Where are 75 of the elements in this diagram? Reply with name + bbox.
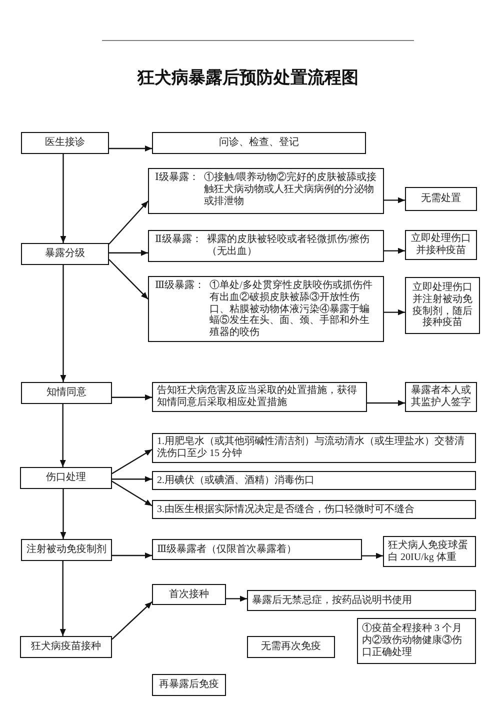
- arrow: [60, 265, 66, 382]
- process-box: [405, 277, 480, 334]
- arrow: [384, 197, 405, 204]
- box-text: 问诊、检查、登记: [219, 137, 299, 149]
- arrow: [384, 309, 405, 316]
- box-text: 再暴露后免疫: [159, 679, 219, 691]
- arrow: [112, 601, 152, 640]
- process-box: [405, 382, 477, 412]
- box-text: 医生接诊: [45, 137, 85, 149]
- title: 狂犬病暴露后预防处置流程图: [138, 67, 358, 89]
- level-description: ①接触/喂养动物②完好的皮肤被舔或接触狂犬病动物或人狂犬病病例的分泌物或排泄物: [204, 172, 378, 208]
- box-text: 注射被动免疫制剂: [26, 544, 106, 556]
- process-box: [247, 590, 476, 611]
- process-box: [405, 230, 477, 260]
- process-box: [148, 168, 384, 214]
- box-text: 2.用碘伏（或碘酒、酒精）消毒伤口: [157, 474, 314, 486]
- process-box: [20, 636, 112, 658]
- level-heading: Ⅰ级暴露：: [155, 172, 199, 184]
- box-text: 暴露后无禁忌症，按药品说明书使用: [252, 594, 412, 606]
- arrow: [60, 154, 66, 243]
- process-box: [152, 500, 476, 519]
- arrow: [60, 489, 66, 539]
- box-text: 伤口处理: [46, 472, 86, 484]
- box-text: 告知狂犬病危害及应当采取的处置措施，获得知情同意后采取相应处置措施: [157, 385, 358, 409]
- box-text: 狂犬病人免疫球蛋白 20IU/kg 体重: [388, 540, 469, 564]
- process-box: [21, 382, 112, 404]
- box-text: 暴露分级: [45, 248, 85, 260]
- process-box: [148, 276, 384, 342]
- arrow: [362, 552, 383, 559]
- arrow: [112, 480, 152, 506]
- process-box: [152, 539, 362, 560]
- process-box: [20, 467, 112, 489]
- box-text: ①疫苗全程接种 3 个月内②致伤动物健康③伤口正确处理: [362, 623, 463, 659]
- box-text: 狂犬病疫苗接种: [31, 641, 101, 653]
- box-text: 3.由医生根据实际情况决定是否缝合，伤口轻微时可不缝合: [157, 504, 414, 516]
- box-text: 无需处置: [421, 193, 461, 205]
- arrow: [112, 476, 152, 482]
- arrow: [112, 394, 152, 400]
- arrow: [112, 448, 152, 474]
- arrow: [226, 596, 247, 602]
- process-box: [152, 471, 476, 490]
- process-box: [21, 243, 109, 265]
- process-box: [21, 539, 112, 561]
- level-heading: Ⅱ级暴露：: [155, 234, 202, 246]
- process-box: [405, 187, 477, 211]
- arrow: [108, 259, 148, 300]
- box-text: 立即处理伤口并接种疫苗: [410, 233, 472, 257]
- process-box: [152, 584, 226, 605]
- arrow: [60, 561, 66, 636]
- box-text: 暴露者本人或其监护人签字: [410, 385, 472, 409]
- process-box: [152, 382, 367, 412]
- process-box: [247, 636, 335, 658]
- process-box: [383, 536, 476, 567]
- arrow: [109, 146, 152, 152]
- box-text: 首次接种: [169, 588, 209, 600]
- level-description: 裸露的皮肤被轻咬或者轻微抓伤/擦伤（无出血）: [206, 234, 371, 258]
- level-description: ①单处/多处贯穿性皮肤咬伤或抓伤件有出血②破损皮肤被舔③开放性伤口、粘膜被动物体液污染④暴露于蝙蝠⑤发生在头、面、颈、手部和外生殖器的咬伤: [210, 280, 374, 339]
- box-text: 立即处理伤口并注射被动免疫制剂，随后接种疫苗: [412, 282, 474, 330]
- arrow: [112, 552, 152, 558]
- process-box: [152, 132, 366, 154]
- process-box: [148, 230, 384, 262]
- process-box: [357, 618, 476, 664]
- box-text: Ⅲ级暴露者（仅限首次暴露着）: [157, 544, 297, 556]
- box-text: 无需再次免疫: [261, 641, 321, 653]
- arrow: [108, 200, 148, 244]
- process-box: [152, 433, 476, 463]
- arrow: [367, 400, 405, 406]
- process-box: [152, 674, 226, 696]
- arrow: [60, 404, 66, 467]
- box-text: 知情同意: [46, 387, 86, 399]
- arrow: [384, 248, 405, 254]
- arrow: [109, 250, 148, 256]
- process-box: [21, 132, 109, 154]
- box-text: 1.用肥皂水（或其他弱碱性清洁剂）与流动清水（或生理盐水）交替清洗伤口至少 15 分钟: [157, 436, 466, 460]
- level-heading: Ⅲ级暴露：: [155, 280, 205, 292]
